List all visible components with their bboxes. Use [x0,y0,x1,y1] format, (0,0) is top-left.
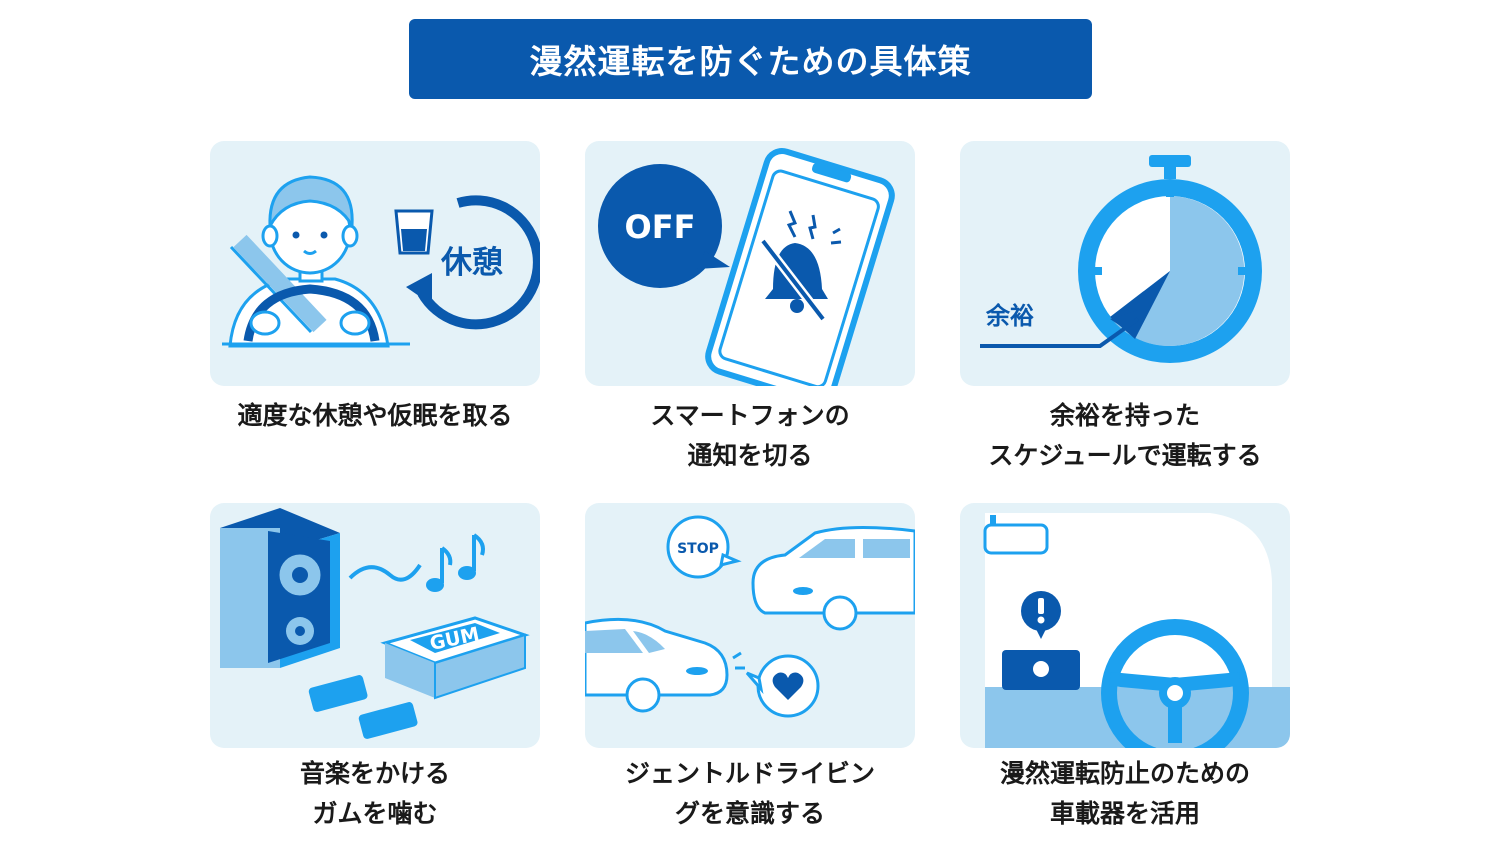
muted-bell-icon [759,210,842,322]
alert-icon [1021,591,1061,639]
speaker-icon [220,508,340,668]
car-icon [585,617,729,713]
stopwatch-icon: 余裕 [980,155,1262,363]
card-gentle-driving: STOP [585,503,915,748]
speech-bubble-icon [598,164,730,288]
music-note-icon [426,533,485,592]
stop-bubble-icon: STOP [666,515,742,579]
caption-gentle-driving: ジェントルドライビン グを意識する [624,759,875,828]
card-rest: 休憩 [210,141,540,386]
heart-bubble-icon [745,654,820,718]
driver-icon: 休憩 [222,175,540,348]
car-icon [751,525,915,631]
rest-label: 休憩 [440,245,503,281]
caption-schedule: 余裕を持った スケジュールで運転する [988,401,1262,470]
off-label: OFF [625,208,696,246]
caption-music-gum: 音楽をかける ガムを噛む [299,759,450,828]
card-music-gum: GUM [210,503,540,748]
steering-wheel-icon [1101,619,1249,748]
stop-label: STOP [677,541,719,557]
gum-pack-icon: GUM [308,616,530,739]
margin-label: 余裕 [985,302,1034,330]
card-in-vehicle-device [960,503,1290,748]
card-smartphone: OFF [585,141,915,386]
page-title: 漫然運転を防ぐための具体策 [409,19,1092,99]
rotate-arrow-icon [406,195,540,330]
dashcam-device-icon [1002,650,1080,690]
caption-smartphone: スマートフォンの 通知を切る [650,401,850,470]
caption-in-vehicle-device: 漫然運転防止のための 車載器を活用 [999,759,1250,828]
caption-rest: 適度な休憩や仮眠を取る [237,401,513,430]
water-glass-icon [394,209,434,255]
card-schedule: 余裕 [960,141,1290,386]
